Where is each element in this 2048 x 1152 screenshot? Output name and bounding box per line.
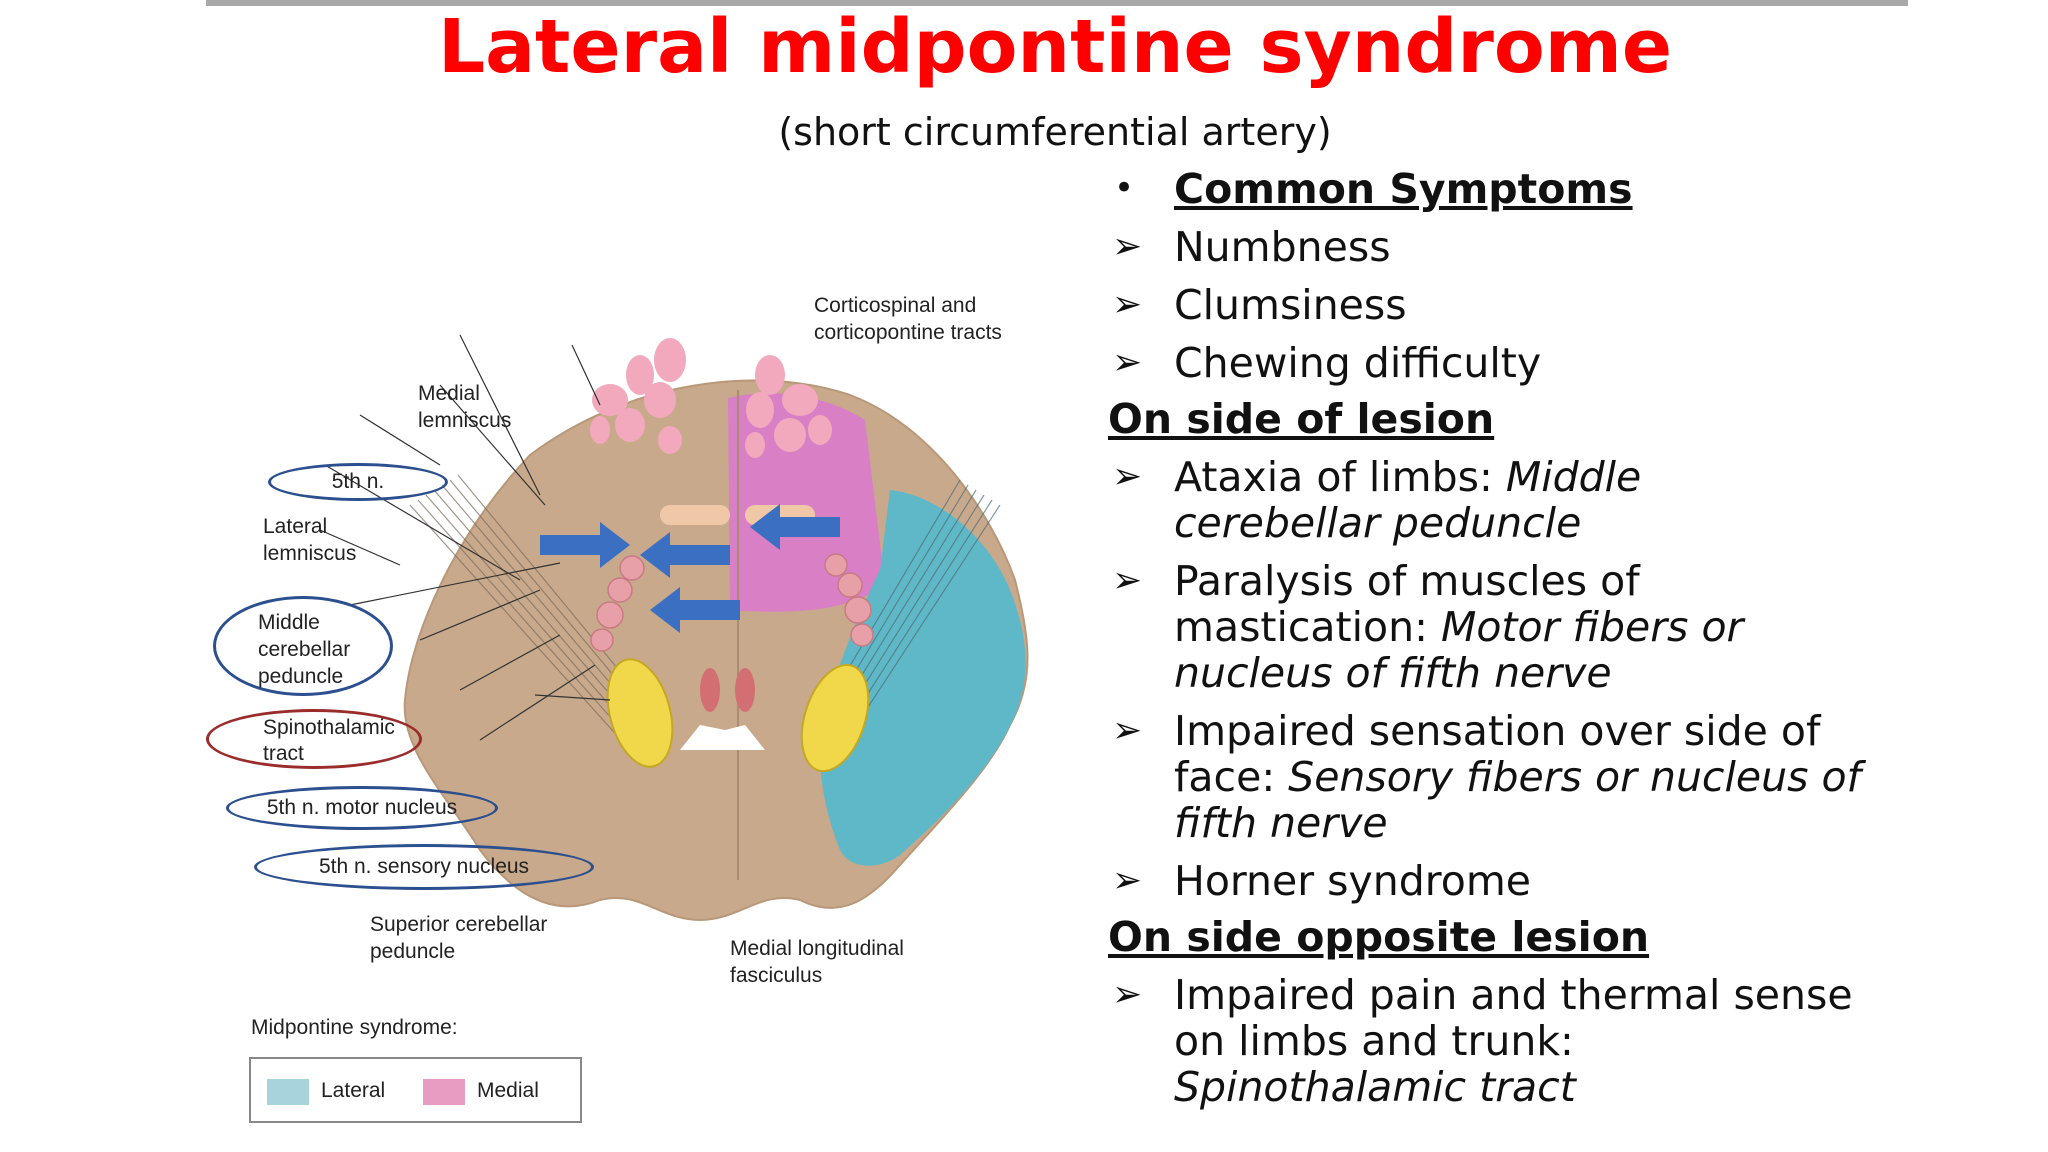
slide-subtitle: (short circumferential artery) — [778, 110, 1332, 154]
arrow-bullet-icon: ➢ — [1112, 226, 1143, 267]
top-rule — [206, 0, 1908, 6]
mlf-left — [700, 668, 720, 712]
lesion-item-paralysis: Paralysis of muscles of mastication: Mot… — [1174, 557, 1744, 697]
common-item-numbness: Numbness — [1174, 223, 1391, 271]
arrow-bullet-icon: ➢ — [1112, 560, 1143, 601]
legend-box: Lateral Medial — [249, 1057, 582, 1123]
arrow-spinothalamic — [540, 522, 630, 568]
label-corticospinal: Corticospinal and corticopontine tracts — [814, 294, 1002, 344]
lateral-nuclei-left — [590, 555, 645, 652]
opposite-item-pain: Impaired pain and thermal sense on limbs… — [1174, 971, 1853, 1111]
label-mlf: Medial longitudinal fasciculus — [730, 937, 904, 987]
heading-common-symptoms: Common Symptoms — [1174, 165, 1633, 213]
pons-cross-section-figure — [319, 334, 1029, 922]
label-lateral-lemniscus: Lateral lemniscus — [263, 515, 357, 565]
common-item-clumsiness: Clumsiness — [1174, 281, 1407, 329]
label-middle-cerebellar: Middle cerebellar peduncle — [213, 596, 393, 696]
lesion-item-sensation: Impaired sensation over side of face: Se… — [1174, 707, 1861, 847]
heading-side-of-lesion: On side of lesion — [1108, 395, 1495, 443]
label-sensory-nucleus: 5th n. sensory nucleus — [254, 844, 594, 890]
arrow-bullet-icon: ➢ — [1112, 710, 1143, 751]
arrow-middle-cerebellar — [750, 504, 840, 550]
arrow-bullet-icon: ➢ — [1112, 456, 1143, 497]
arrow-bullet-icon: ➢ — [1112, 860, 1143, 901]
corticospinal-left-cluster — [590, 338, 686, 454]
label-5th-n: 5th n. — [268, 463, 448, 501]
superior-cerebellar-peduncle-left — [606, 658, 674, 768]
medial-lemniscus-left — [660, 505, 730, 525]
lateral-zone — [820, 490, 1026, 866]
corticospinal-right-cluster — [745, 355, 832, 458]
superior-cerebellar-peduncle-right — [800, 663, 870, 773]
legend-swatch-medial — [423, 1079, 465, 1105]
lesion-item-horner: Horner syndrome — [1174, 857, 1531, 905]
arrow-bullet-icon: ➢ — [1112, 974, 1143, 1015]
label-medial-lemniscus: Medial lemniscus — [418, 382, 512, 432]
bullet-icon: • — [1114, 168, 1135, 208]
arrow-motor-nucleus — [640, 532, 730, 578]
label-superior-cerebellar: Superior cerebellar peduncle — [370, 913, 548, 963]
legend-title: Midpontine syndrome: — [251, 1016, 458, 1039]
fourth-ventricle — [680, 725, 765, 750]
label-spinothalamic: Spinothalamic tract — [206, 709, 422, 769]
legend-label-lateral: Lateral — [321, 1079, 386, 1102]
common-item-chewing: Chewing difficulty — [1174, 339, 1542, 387]
slide-title: Lateral midpontine syndrome — [437, 4, 1673, 90]
arrow-bullet-icon: ➢ — [1112, 284, 1143, 325]
mlf-right — [735, 668, 755, 712]
heading-opposite-lesion: On side opposite lesion — [1108, 913, 1650, 961]
lesion-item-ataxia: Ataxia of limbs: Middle cerebellar pedun… — [1174, 453, 1642, 547]
arrow-sensory-nucleus — [650, 587, 740, 633]
lateral-nuclei-right — [824, 553, 874, 647]
arrow-bullet-icon: ➢ — [1112, 342, 1143, 383]
legend-swatch-lateral — [267, 1079, 309, 1105]
medial-zone — [728, 393, 885, 612]
legend-label-medial: Medial — [477, 1079, 539, 1102]
label-motor-nucleus: 5th n. motor nucleus — [226, 786, 498, 830]
